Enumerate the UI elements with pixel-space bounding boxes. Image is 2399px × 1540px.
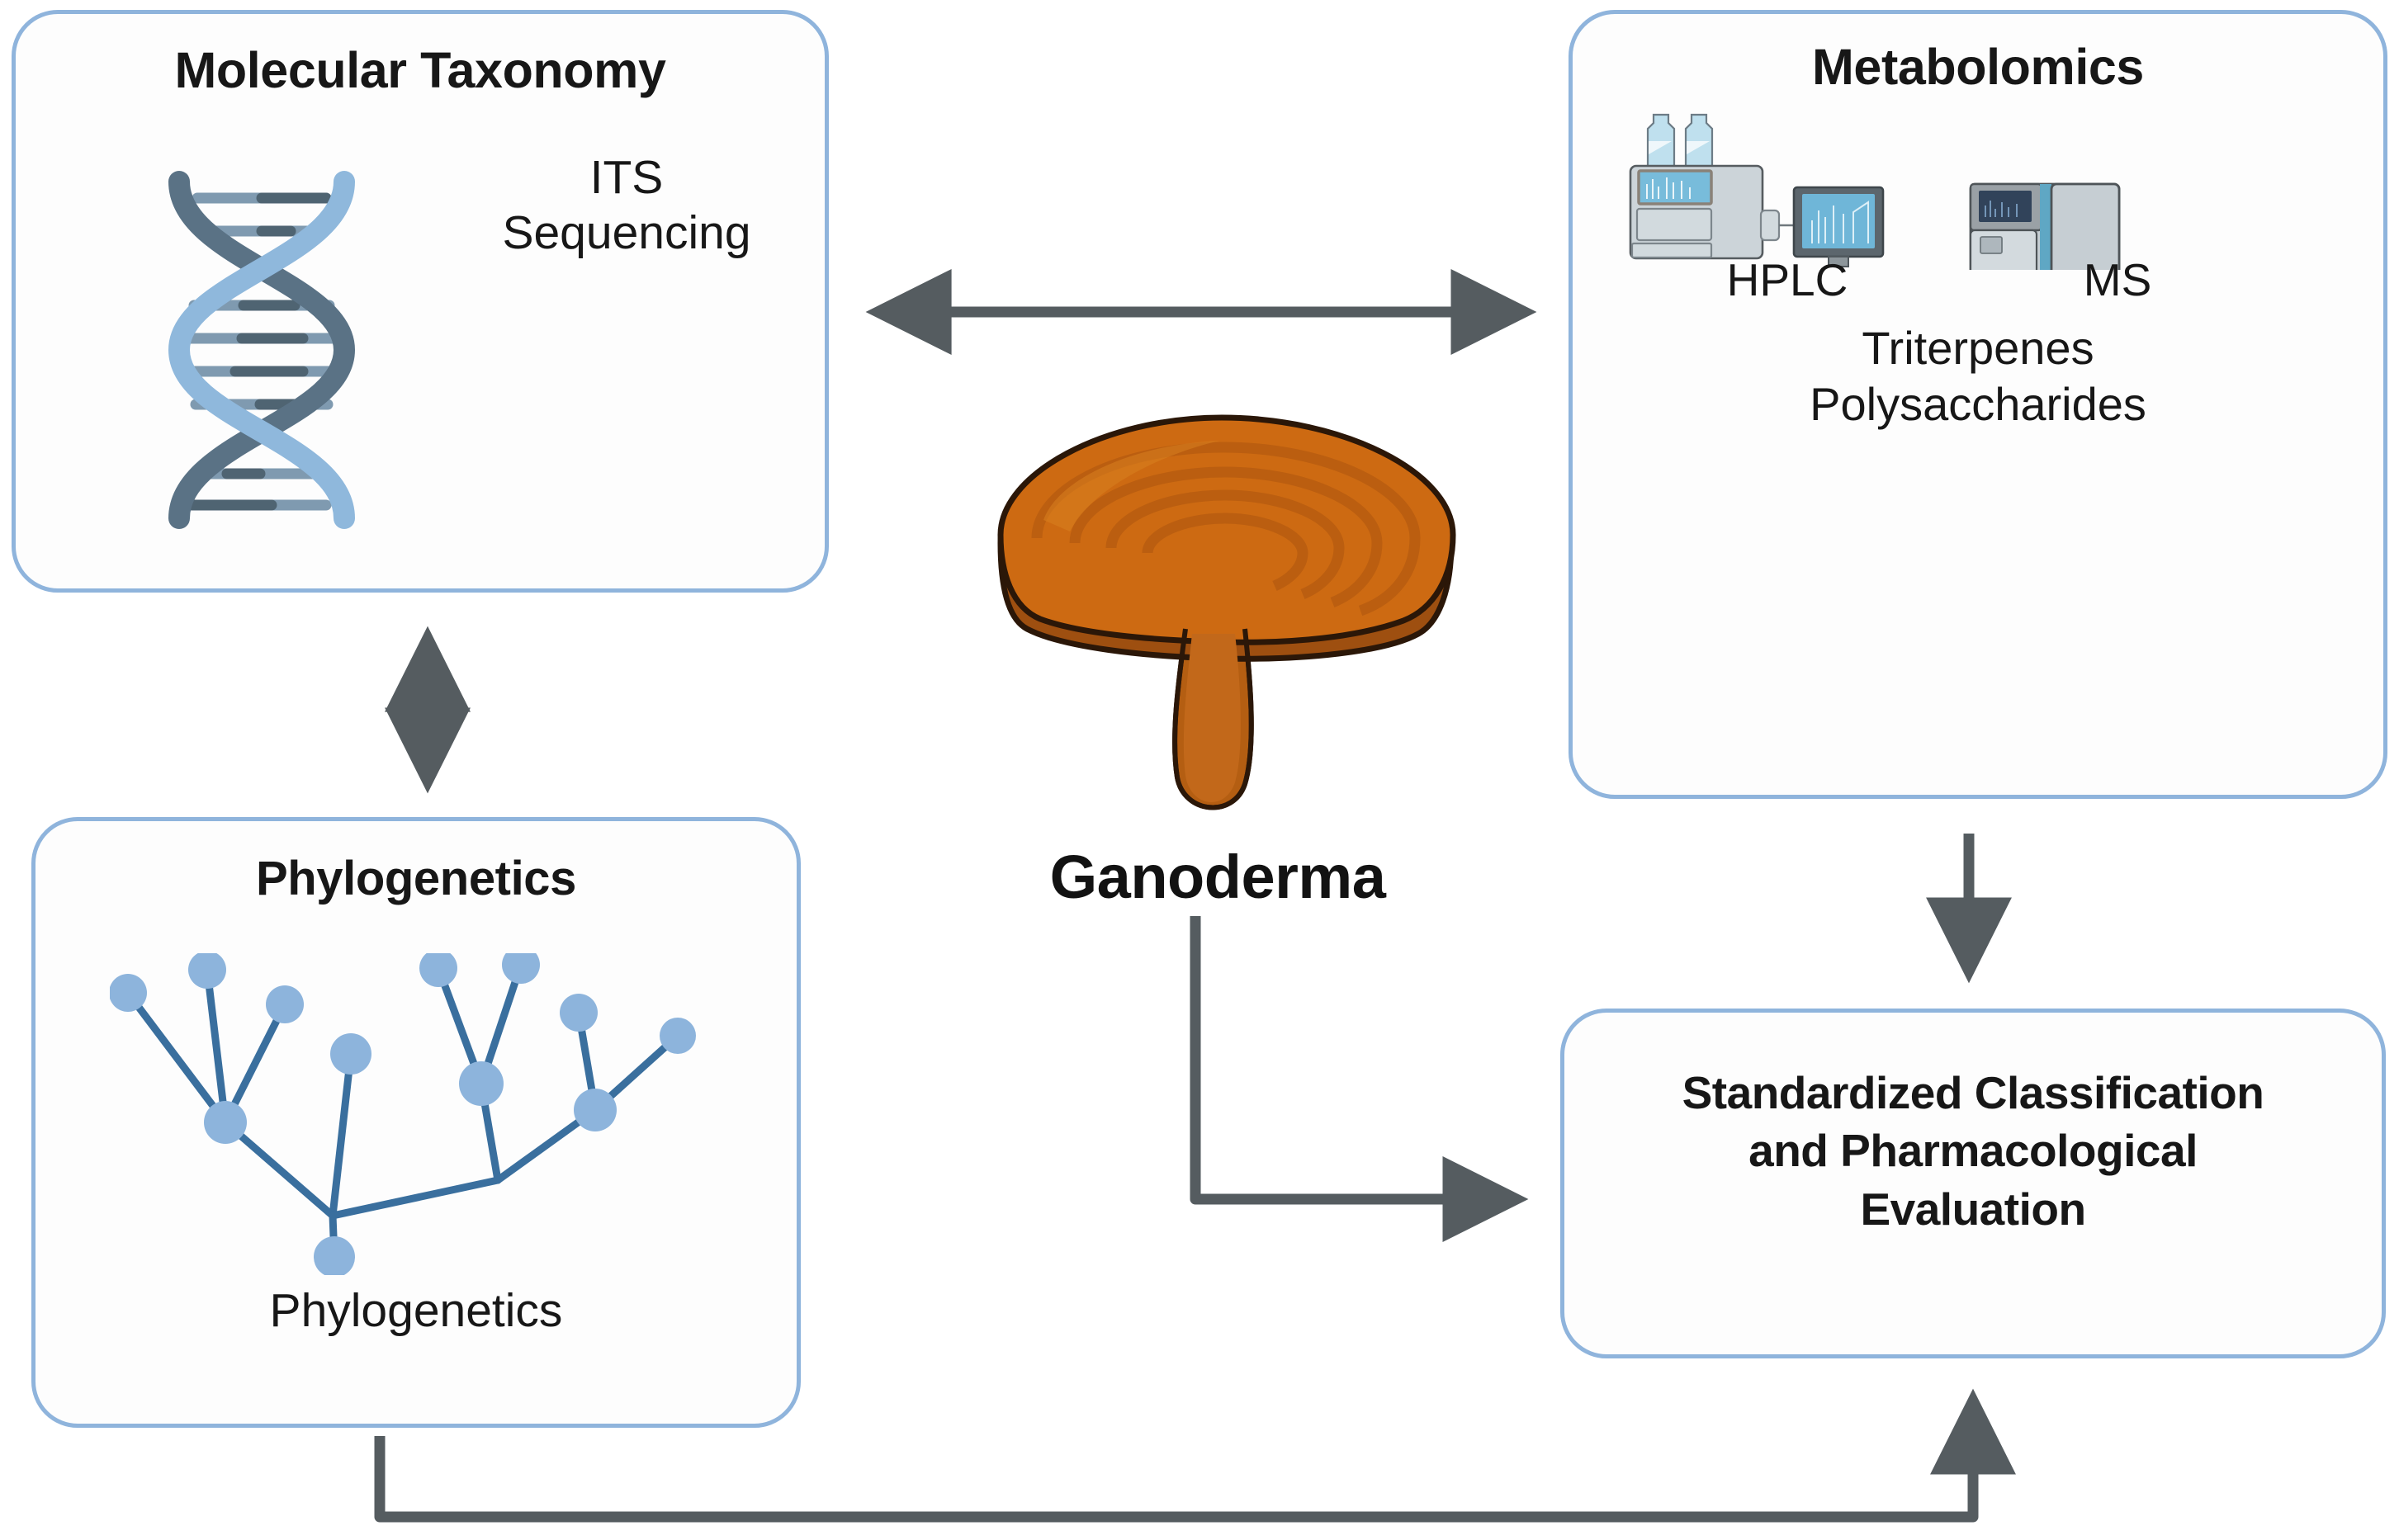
hplc-instrument-icon — [1629, 113, 1796, 260]
connector-ganoderma-outcome — [1190, 916, 1529, 1242]
panel-title-phylogenetics: Phylogenetics — [255, 852, 577, 905]
phylogenetic-tree-icon — [109, 946, 737, 1278]
ms-label: MS — [2083, 254, 2152, 305]
polysaccharides-label: Polysaccharides — [1810, 378, 2146, 430]
outcome-line-1: Standardized Classification — [1682, 1067, 2264, 1118]
instrument-group — [1616, 105, 2359, 281]
outcome-line-2: and Pharmacological — [1748, 1125, 2198, 1177]
outcome-label: Standardized Classification and Pharmaco… — [1594, 1064, 2352, 1238]
panel-title-molecular-taxonomy: Molecular Taxonomy — [174, 42, 666, 98]
panel-outcome[interactable]: Standardized Classification and Pharmaco… — [1560, 1009, 2386, 1358]
panel-phylogenetics[interactable]: Phylogenetics — [31, 817, 801, 1428]
sequencing-label: Sequencing — [502, 206, 751, 260]
its-label: ITS — [589, 151, 664, 204]
dna-helix-icon — [138, 158, 386, 538]
its-sequencing-label: ITS Sequencing — [445, 150, 808, 262]
panel-metabolomics[interactable]: Metabolomics — [1569, 10, 2387, 799]
hplc-label: HPLC — [1726, 254, 1848, 305]
phylogenetics-caption: Phylogenetics — [269, 1284, 563, 1337]
ganoderma-label: Ganoderma — [1049, 843, 1386, 911]
mass-spectrometer-icon — [1969, 182, 2121, 281]
panel-molecular-taxonomy[interactable]: Molecular Taxonomy — [12, 10, 829, 593]
panel-title-metabolomics: Metabolomics — [1812, 39, 2144, 95]
outcome-line-3: Evaluation — [1860, 1183, 2086, 1235]
triterpenes-label: Triterpenes — [1862, 322, 2094, 374]
computer-workstation-icon — [1792, 186, 1885, 267]
ganoderma-mushroom-icon — [972, 381, 1484, 852]
